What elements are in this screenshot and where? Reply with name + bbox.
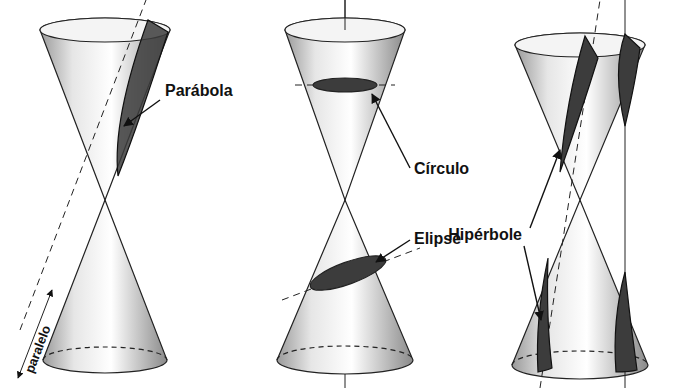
double-cone xyxy=(512,0,648,388)
curve-label: Parábola xyxy=(165,82,233,100)
curve-label: Círculo xyxy=(414,160,469,178)
leader-arrows xyxy=(124,94,560,320)
curve-label: Hipérbole xyxy=(448,226,522,244)
double-cone xyxy=(18,0,170,378)
double-cone xyxy=(277,0,420,388)
